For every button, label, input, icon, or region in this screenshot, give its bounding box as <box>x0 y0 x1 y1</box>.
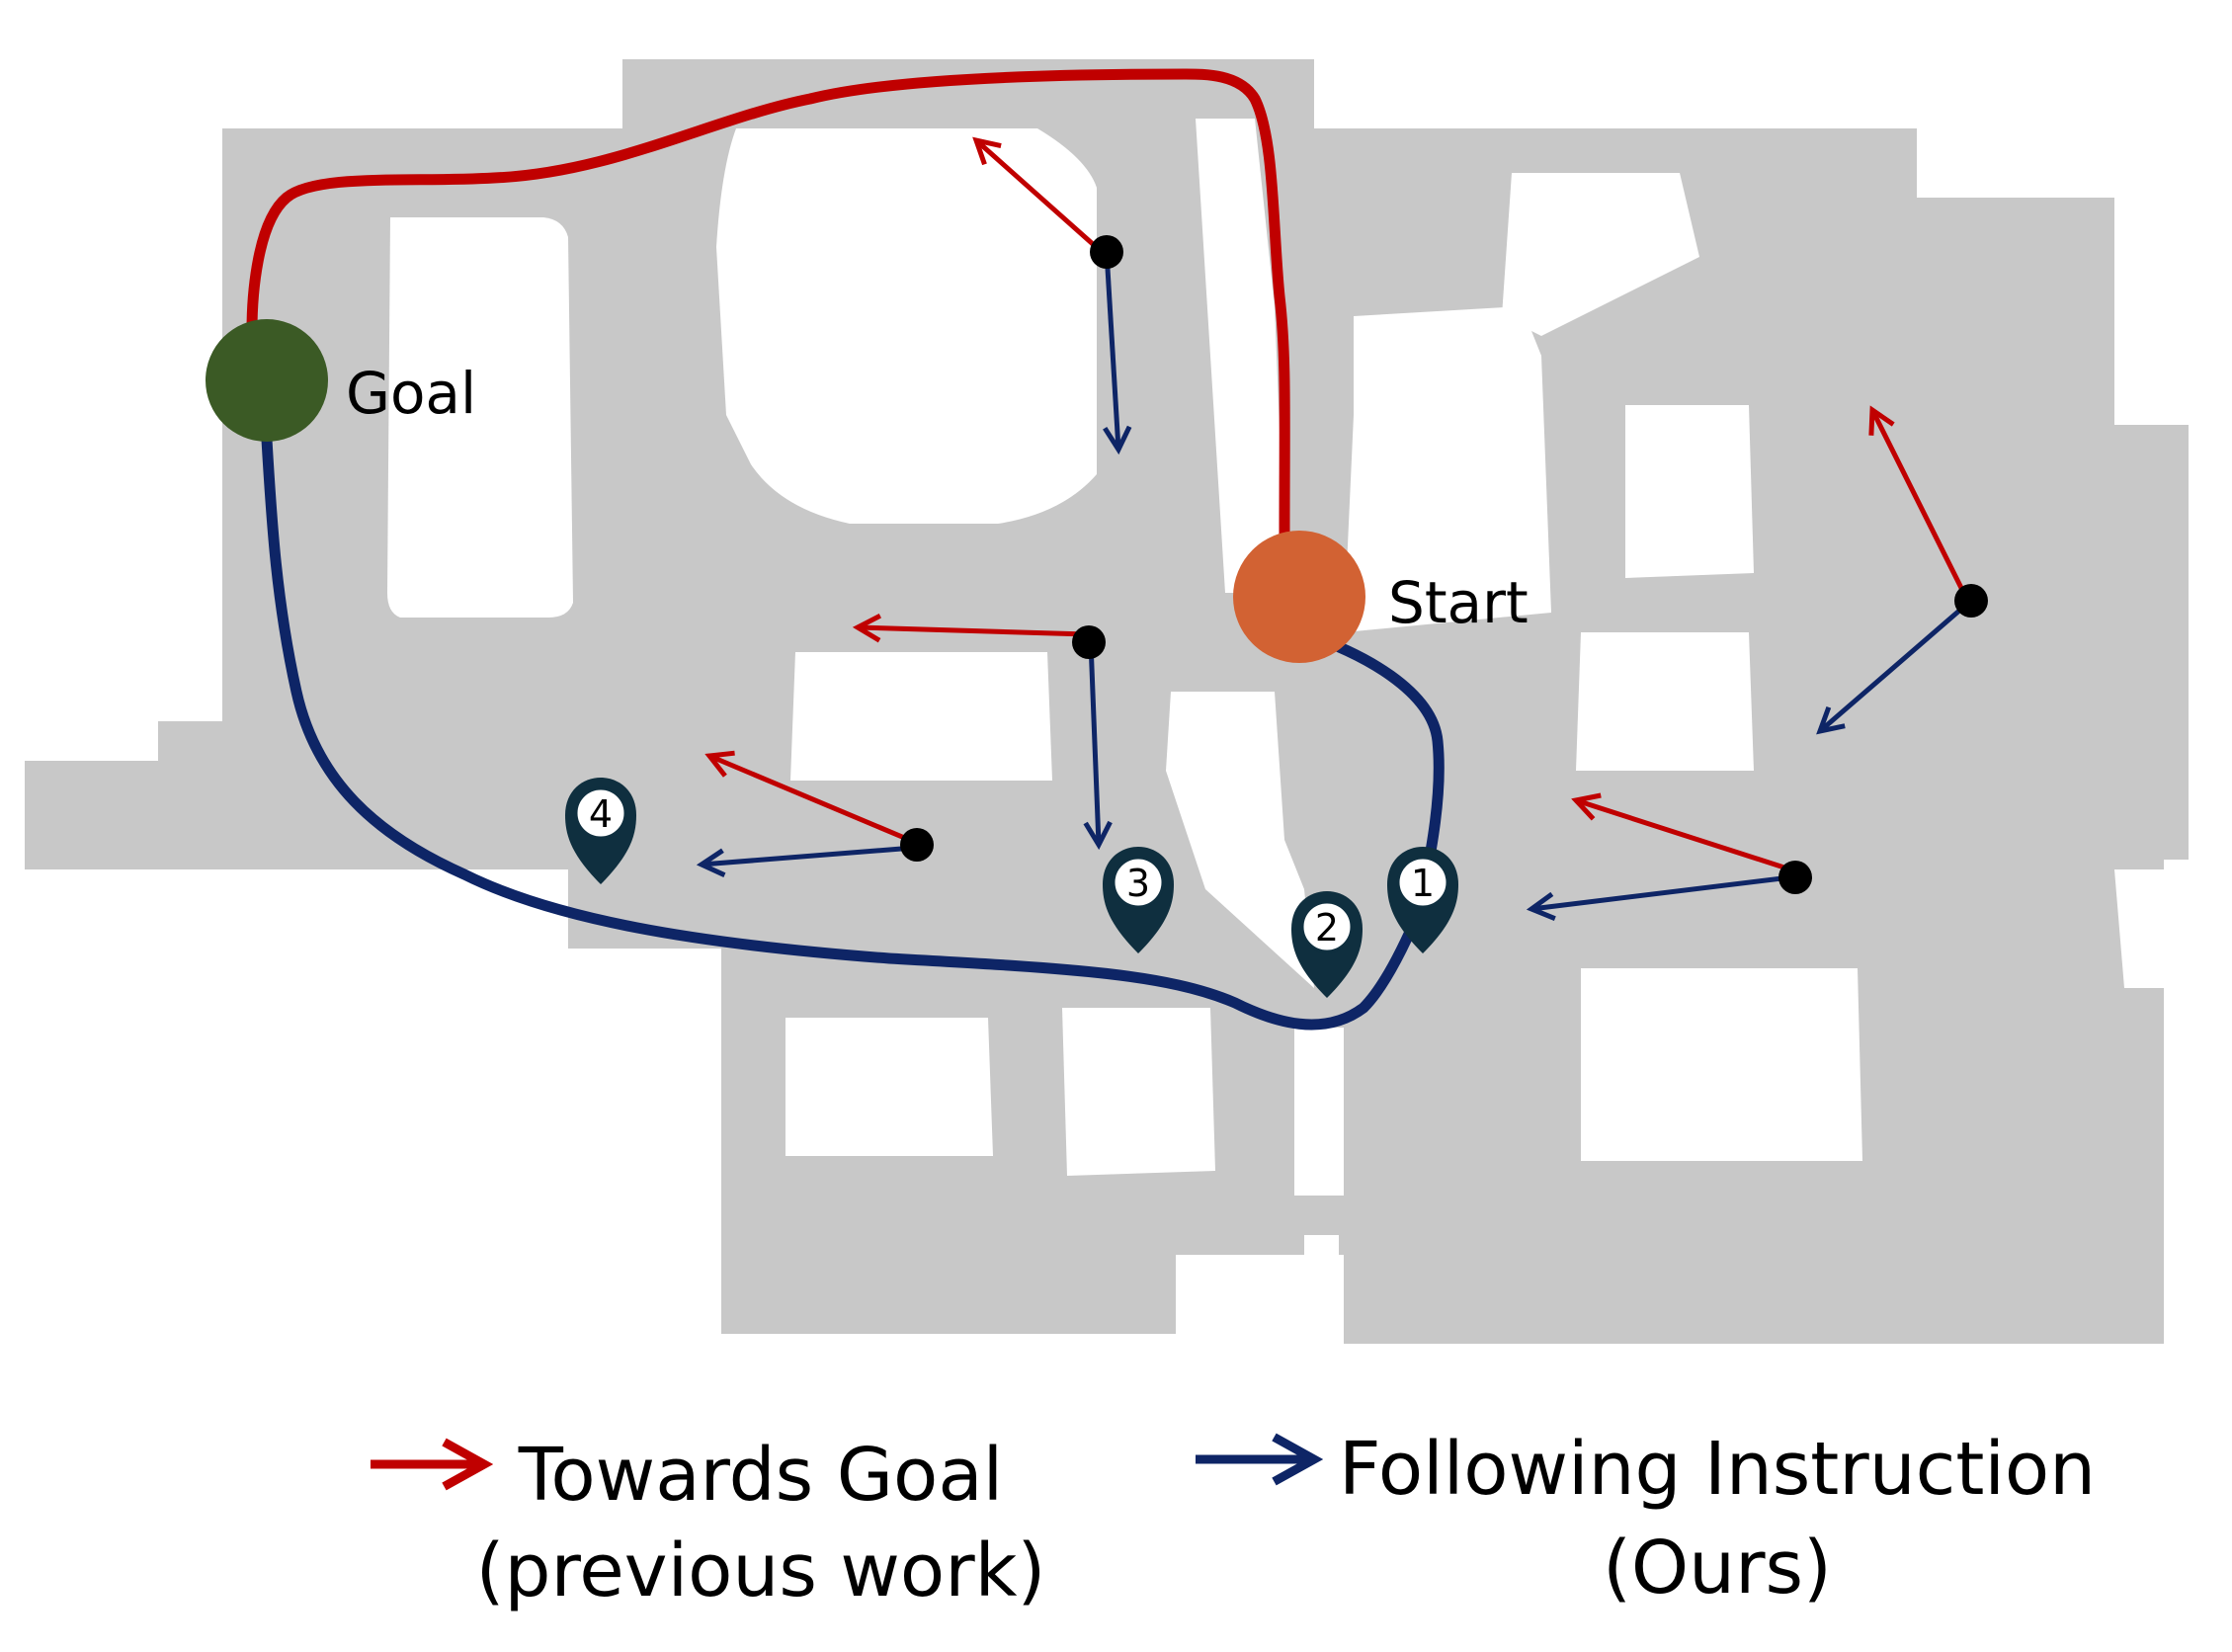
waypoint-number: 3 <box>1126 862 1150 905</box>
legend-towards-goal-line2: (previous work) <box>476 1528 1046 1613</box>
decision-points <box>900 235 1988 894</box>
room-bottom-b <box>1062 1008 1215 1176</box>
start-label: Start <box>1388 569 1529 636</box>
waypoint-number: 4 <box>589 792 613 836</box>
legend-following-instruction: Following Instruction (Ours) <box>1196 1427 2096 1611</box>
floor-map <box>25 59 2189 1344</box>
start-marker <box>1233 531 1365 663</box>
legend-towards-goal-line1: Towards Goal <box>518 1433 1003 1518</box>
decision-point <box>900 828 934 862</box>
legend-following-instruction-line1: Following Instruction <box>1339 1427 2096 1512</box>
decision-point <box>1778 861 1812 894</box>
room-right-a <box>1625 405 1754 578</box>
legend-following-instruction-line2: (Ours) <box>1603 1526 1832 1611</box>
room-bottom-a <box>785 1018 993 1156</box>
blue-arrow-3 <box>702 845 915 865</box>
blue-arrow-5 <box>1531 874 1791 909</box>
room-corridor-mid <box>1166 692 1314 988</box>
decision-point <box>1072 625 1106 659</box>
red-arrow-5 <box>1576 800 1791 872</box>
room-left <box>387 217 573 618</box>
waypoint-number: 2 <box>1315 906 1339 950</box>
goal-marker <box>206 319 328 442</box>
room-right-b <box>1576 632 1754 771</box>
room-center-right-strip <box>1196 119 1284 593</box>
blue-arrow-1 <box>1107 251 1118 450</box>
red-goal-path <box>246 68 1290 539</box>
waypoint-pin-3: 3 <box>1103 847 1174 953</box>
decision-point <box>1090 235 1123 269</box>
red-arrow-2 <box>858 627 1088 634</box>
room-right-top-strip <box>1344 306 1551 632</box>
blue-arrow-4 <box>1820 603 1968 731</box>
red-arrow-3 <box>709 756 915 845</box>
legend-towards-goal: Towards Goal (previous work) <box>371 1433 1045 1613</box>
goal-label: Goal <box>346 360 476 427</box>
red-arrow-1 <box>976 140 1104 254</box>
room-top-center <box>716 128 1097 524</box>
room-right-c <box>1581 968 1862 1161</box>
legend: Towards Goal (previous work) Following I… <box>371 1427 2096 1613</box>
waypoint-pin-2: 2 <box>1291 891 1363 998</box>
decision-point <box>1954 584 1988 618</box>
room-right-gap <box>2114 869 2189 988</box>
room-mid <box>790 652 1052 781</box>
waypoint-pin-1: 1 <box>1387 847 1458 953</box>
waypoint-pin-4: 4 <box>565 778 636 884</box>
decision-arrows <box>702 140 1969 909</box>
waypoint-number: 1 <box>1411 862 1435 905</box>
room-bottom-strip <box>1294 1028 1344 1196</box>
obstacles <box>387 119 2189 1275</box>
blue-instruction-path <box>261 434 1445 1031</box>
room-right-top <box>1502 173 1699 336</box>
room-bottom-dot <box>1304 1235 1339 1275</box>
red-arrow-4 <box>1872 410 1969 600</box>
blue-arrow-2 <box>1091 641 1099 845</box>
